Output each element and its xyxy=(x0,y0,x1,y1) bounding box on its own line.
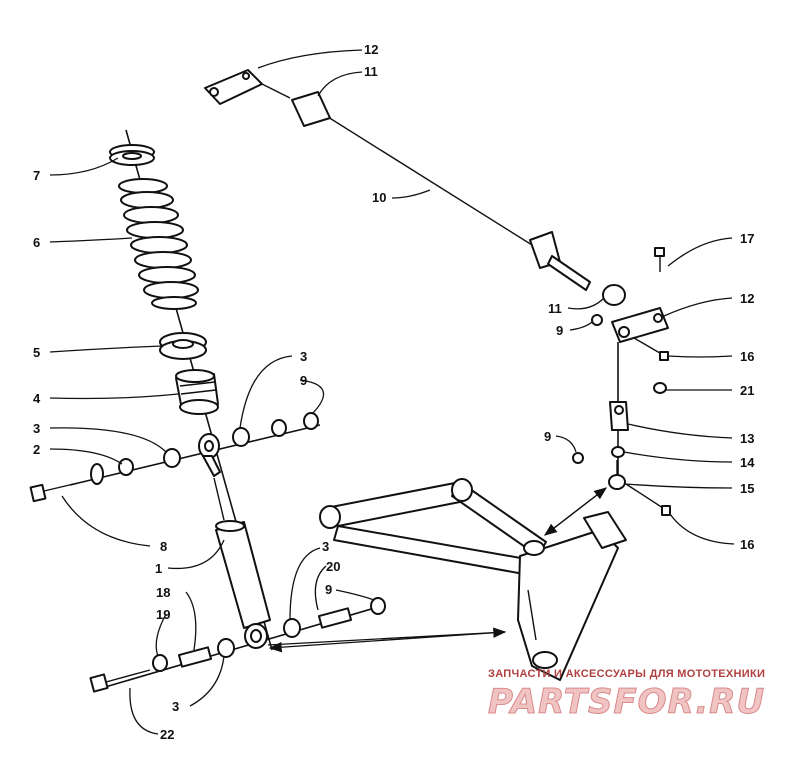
leader-9a xyxy=(299,379,325,415)
callout-9-d: 9 xyxy=(325,582,332,597)
callout-16-b: 16 xyxy=(740,537,754,552)
callout-8: 8 xyxy=(160,539,167,554)
nut-9-part xyxy=(591,314,603,326)
callout-17: 17 xyxy=(740,231,754,246)
callout-5: 5 xyxy=(33,345,40,360)
leader-20 xyxy=(314,565,327,611)
callout-7: 7 xyxy=(33,168,40,183)
leader-2 xyxy=(49,448,123,465)
leader-9c xyxy=(555,435,577,453)
shock-absorber-part xyxy=(213,477,271,649)
callout-15: 15 xyxy=(740,481,754,496)
leader-10 xyxy=(391,189,431,199)
callout-9-c: 9 xyxy=(544,429,551,444)
leader-12-top xyxy=(257,49,363,69)
callout-2: 2 xyxy=(33,442,40,457)
callout-14: 14 xyxy=(740,455,755,470)
linkage-rod-part xyxy=(204,69,591,291)
callout-13: 13 xyxy=(740,431,754,446)
callout-6: 6 xyxy=(33,235,40,250)
callout-16-a: 16 xyxy=(740,349,754,364)
leader-15 xyxy=(624,483,733,489)
leader-7 xyxy=(49,157,119,176)
leader-9d xyxy=(335,589,375,601)
leader-9b xyxy=(569,321,593,331)
callout-3-b: 3 xyxy=(300,349,307,364)
callout-11-b: 11 xyxy=(548,301,562,316)
leader-16a xyxy=(667,355,733,358)
leader-14 xyxy=(623,451,733,463)
adjuster-collar-part xyxy=(175,369,219,415)
arrow-frame-to-rod-end xyxy=(544,487,608,536)
callout-18: 18 xyxy=(156,585,170,600)
nut-14-part xyxy=(611,446,625,458)
leader-3a xyxy=(49,427,167,453)
bolt-16-lower-part xyxy=(625,483,671,516)
bolt-22-part xyxy=(89,669,151,693)
leader-3d xyxy=(189,655,225,707)
coil-spring-part xyxy=(118,178,199,310)
callout-9-a: 9 xyxy=(300,373,307,388)
shock-upper-eye-part xyxy=(198,433,221,477)
leader-3c xyxy=(289,547,321,621)
bolt-8-part xyxy=(29,482,79,503)
bolt-16-upper-part xyxy=(633,337,669,361)
bolt-17-part xyxy=(654,247,665,272)
callout-19: 19 xyxy=(156,607,170,622)
callout-1: 1 xyxy=(155,561,162,576)
leader-1 xyxy=(167,539,225,570)
callout-11-top: 11 xyxy=(364,64,378,79)
callout-3-c: 3 xyxy=(322,539,329,554)
watermark-logo: PARTSFOR.RU xyxy=(488,682,766,723)
bushing-11-part xyxy=(602,284,626,306)
leader-18 xyxy=(185,591,197,651)
leader-17 xyxy=(667,237,733,267)
lower-bushings xyxy=(152,597,386,672)
a-frame-part xyxy=(319,478,627,681)
rod-end-12-part xyxy=(611,307,669,343)
leader-3b xyxy=(239,355,293,429)
watermark-caption: ЗАПЧАСТИ И АКСЕССУАРЫ ДЛЯ МОТОТЕХНИКИ xyxy=(488,668,766,680)
callout-3-d: 3 xyxy=(172,699,179,714)
nut-9c-part xyxy=(572,452,584,464)
leader-19 xyxy=(155,613,167,657)
callout-10: 10 xyxy=(372,190,386,205)
leader-11b xyxy=(567,297,605,310)
upper-bushings xyxy=(90,412,319,485)
callout-4: 4 xyxy=(33,391,41,406)
spring-seat-part xyxy=(159,332,207,360)
callout-21: 21 xyxy=(740,383,754,398)
leader-22 xyxy=(129,687,159,735)
leader-16b xyxy=(669,513,735,545)
callout-12-b: 12 xyxy=(740,291,754,306)
callout-20: 20 xyxy=(326,559,340,574)
leader-13 xyxy=(627,423,733,439)
rod-end-15-part xyxy=(608,460,626,490)
leader-4 xyxy=(49,393,179,400)
clevis-13-part xyxy=(609,401,629,431)
callout-3-a: 3 xyxy=(33,421,40,436)
leader-12b xyxy=(663,297,733,317)
leader-5 xyxy=(49,345,163,353)
callout-22: 22 xyxy=(160,727,174,742)
callout-9-b: 9 xyxy=(556,323,563,338)
nut-21-part xyxy=(653,382,667,394)
leader-8 xyxy=(61,495,151,547)
spring-retainer-part xyxy=(109,144,155,166)
arrow-frame-to-shock xyxy=(268,631,506,653)
leader-6 xyxy=(49,237,133,243)
leader-11-top xyxy=(317,71,363,97)
callout-12-top: 12 xyxy=(364,42,378,57)
